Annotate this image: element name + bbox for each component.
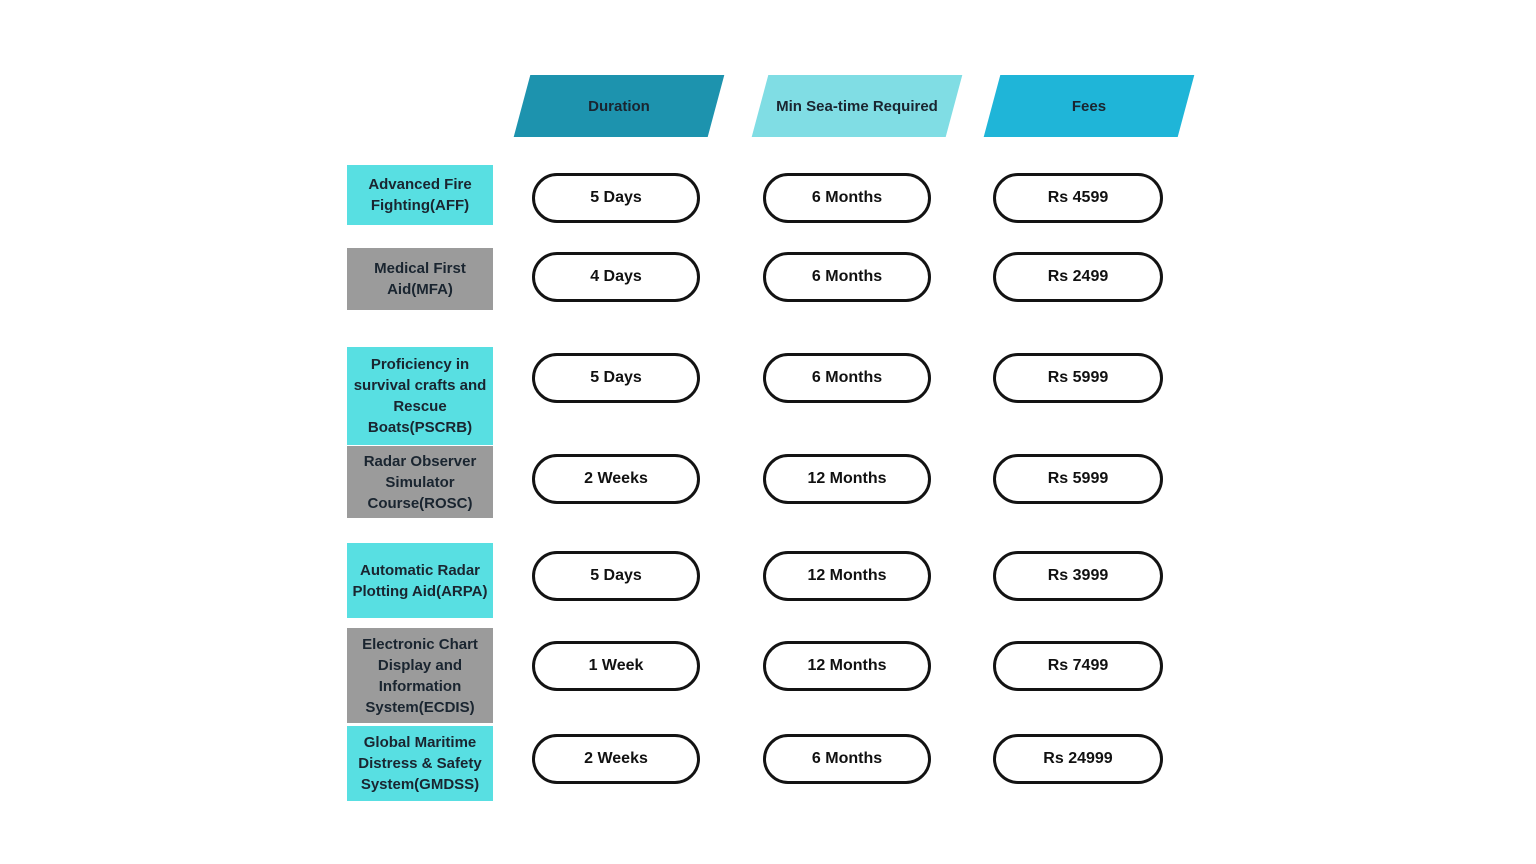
course-label-rosc: Radar Observer Simulator Course(ROSC) xyxy=(347,446,493,518)
column-header-min-sea-time: Min Sea-time Required xyxy=(760,75,954,137)
fees-pill-arpa: Rs 3999 xyxy=(993,551,1163,601)
fees-pill-gmdss: Rs 24999 xyxy=(993,734,1163,784)
fees-pill-rosc: Rs 5999 xyxy=(993,454,1163,504)
course-label-mfa: Medical First Aid(MFA) xyxy=(347,248,493,310)
seatime-pill-gmdss: 6 Months xyxy=(763,734,931,784)
seatime-pill-ecdis: 12 Months xyxy=(763,641,931,691)
seatime-pill-mfa: 6 Months xyxy=(763,252,931,302)
duration-pill-arpa: 5 Days xyxy=(532,551,700,601)
column-header-min-sea-time-label: Min Sea-time Required xyxy=(776,97,938,115)
duration-pill-aff: 5 Days xyxy=(532,173,700,223)
seatime-pill-pscrb: 6 Months xyxy=(763,353,931,403)
column-header-fees: Fees xyxy=(992,75,1186,137)
course-label-aff: Advanced Fire Fighting(AFF) xyxy=(347,165,493,225)
column-header-duration-label: Duration xyxy=(588,97,650,115)
course-label-ecdis: Electronic Chart Display and Information… xyxy=(347,628,493,723)
fees-pill-pscrb: Rs 5999 xyxy=(993,353,1163,403)
duration-pill-mfa: 4 Days xyxy=(532,252,700,302)
seatime-pill-arpa: 12 Months xyxy=(763,551,931,601)
course-label-pscrb: Proficiency in survival crafts and Rescu… xyxy=(347,347,493,445)
fees-pill-ecdis: Rs 7499 xyxy=(993,641,1163,691)
column-header-fees-label: Fees xyxy=(1071,97,1107,115)
duration-pill-ecdis: 1 Week xyxy=(532,641,700,691)
seatime-pill-rosc: 12 Months xyxy=(763,454,931,504)
course-label-gmdss: Global Maritime Distress & Safety System… xyxy=(347,726,493,801)
course-label-arpa: Automatic Radar Plotting Aid(ARPA) xyxy=(347,543,493,618)
duration-pill-rosc: 2 Weeks xyxy=(532,454,700,504)
duration-pill-gmdss: 2 Weeks xyxy=(532,734,700,784)
fees-pill-aff: Rs 4599 xyxy=(993,173,1163,223)
seatime-pill-aff: 6 Months xyxy=(763,173,931,223)
column-header-duration: Duration xyxy=(522,75,716,137)
fees-pill-mfa: Rs 2499 xyxy=(993,252,1163,302)
duration-pill-pscrb: 5 Days xyxy=(532,353,700,403)
